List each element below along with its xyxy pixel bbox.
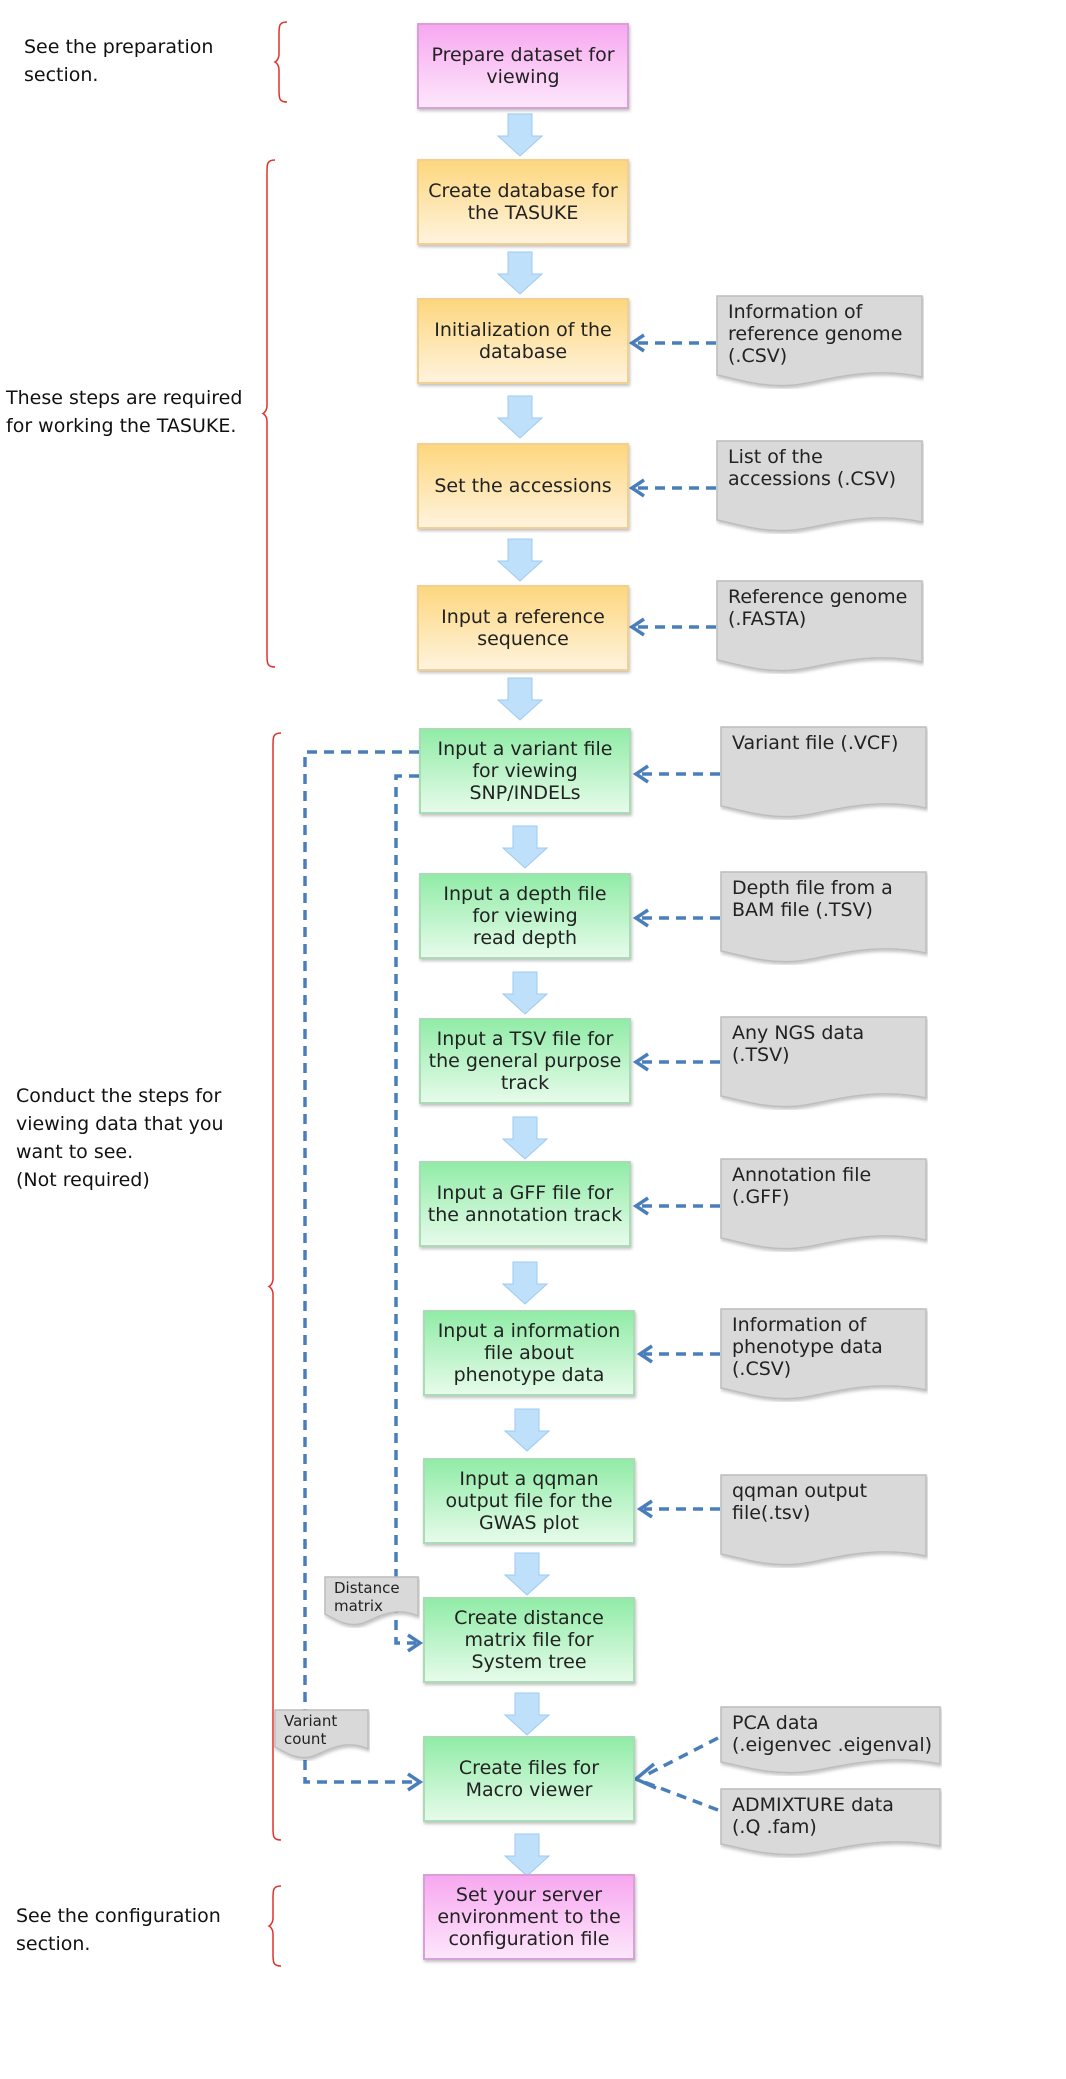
flow-arrow-6 xyxy=(501,825,549,869)
link-phenotype-info-head xyxy=(636,1344,653,1364)
bracket-configuration xyxy=(267,1885,282,1967)
note-required-steps: These steps are required for working the… xyxy=(6,387,243,437)
note-preparation: See the preparation section. xyxy=(24,36,214,86)
label-variant-count: Variant count xyxy=(274,1709,370,1761)
flow-arrow-13 xyxy=(503,1833,551,1877)
flow-arrow-9 xyxy=(501,1261,549,1305)
bracket-optional xyxy=(267,732,282,1841)
step-prepare-dataset: Prepare dataset for viewing xyxy=(417,23,629,109)
link-reference-genome-head xyxy=(628,617,645,637)
step-input-tsv: Input a TSV file for the general purpose… xyxy=(419,1018,631,1104)
doc-reference-genome: Reference genome (.FASTA) xyxy=(716,580,924,674)
flow-arrow-12 xyxy=(503,1692,551,1736)
step-input-depth: Input a depth file for viewing read dept… xyxy=(419,873,631,959)
link-annotation-file-head xyxy=(632,1196,649,1216)
step-macro-viewer: Create files for Macro viewer xyxy=(423,1736,635,1822)
link-admixture-data xyxy=(643,1780,719,1812)
link-variant-file-head xyxy=(632,764,649,784)
link-qqman-output-head xyxy=(636,1499,653,1519)
note-optional-steps: Conduct the steps for viewing data that … xyxy=(16,1085,224,1191)
doc-pca-data: PCA data (.eigenvec .eigenval) xyxy=(720,1706,942,1776)
doc-phenotype-info: Information of phenotype data (.CSV) xyxy=(720,1308,928,1402)
step-input-variant: Input a variant file for viewing SNP/IND… xyxy=(419,728,631,814)
doc-depth-file: Depth file from a BAM file (.TSV) xyxy=(720,871,928,965)
doc-qqman-output: qqman output file(.tsv) xyxy=(720,1474,928,1568)
link-macro-head xyxy=(632,1762,657,1790)
step-input-qqman: Input a qqman output file for the GWAS p… xyxy=(423,1458,635,1544)
note-configuration: See the configuration section. xyxy=(16,1905,221,1955)
step-create-database: Create database for the TASUKE xyxy=(417,159,629,245)
bracket-preparation xyxy=(273,21,288,103)
link-variant-count-head xyxy=(407,1772,424,1792)
link-reference-info-head xyxy=(628,333,645,353)
doc-variant-file: Variant file (.VCF) xyxy=(720,726,928,820)
flow-arrow-7 xyxy=(501,971,549,1015)
doc-annotation-file: Annotation file (.GFF) xyxy=(720,1158,928,1252)
doc-admixture-data: ADMIXTURE data (.Q .fam) xyxy=(720,1788,942,1858)
link-distance-matrix xyxy=(394,774,419,1645)
step-input-reference: Input a reference sequence xyxy=(417,585,629,671)
link-accession-list-head xyxy=(628,478,645,498)
link-depth-file-head xyxy=(632,908,649,928)
link-ngs-data-head xyxy=(632,1052,649,1072)
step-server-config: Set your server environment to the confi… xyxy=(423,1874,635,1960)
link-variant-count xyxy=(303,750,419,1784)
doc-ngs-data: Any NGS data (.TSV) xyxy=(720,1016,928,1110)
label-distance-matrix: Distance matrix xyxy=(324,1576,420,1628)
doc-accession-list: List of the accessions (.CSV) xyxy=(716,440,924,534)
flow-arrow-1 xyxy=(496,113,544,157)
flow-arrow-3 xyxy=(496,395,544,439)
flow-arrow-10 xyxy=(503,1408,551,1452)
step-input-gff: Input a GFF file for the annotation trac… xyxy=(419,1161,631,1247)
flow-arrow-5 xyxy=(496,677,544,721)
step-distance-matrix: Create distance matrix file for System t… xyxy=(423,1597,635,1683)
flow-arrow-2 xyxy=(496,251,544,295)
link-pca-data xyxy=(643,1736,719,1778)
doc-reference-info: Information of reference genome (.CSV) xyxy=(716,295,924,389)
step-initialize-database: Initialization of the database xyxy=(417,298,629,384)
flow-arrow-8 xyxy=(501,1116,549,1160)
flow-arrow-11 xyxy=(503,1552,551,1596)
bracket-required xyxy=(261,159,276,668)
step-input-phenotype: Input a information file about phenotype… xyxy=(423,1310,635,1396)
link-distance-matrix-head xyxy=(407,1633,424,1653)
step-set-accessions: Set the accessions xyxy=(417,443,629,529)
flow-arrow-4 xyxy=(496,538,544,582)
